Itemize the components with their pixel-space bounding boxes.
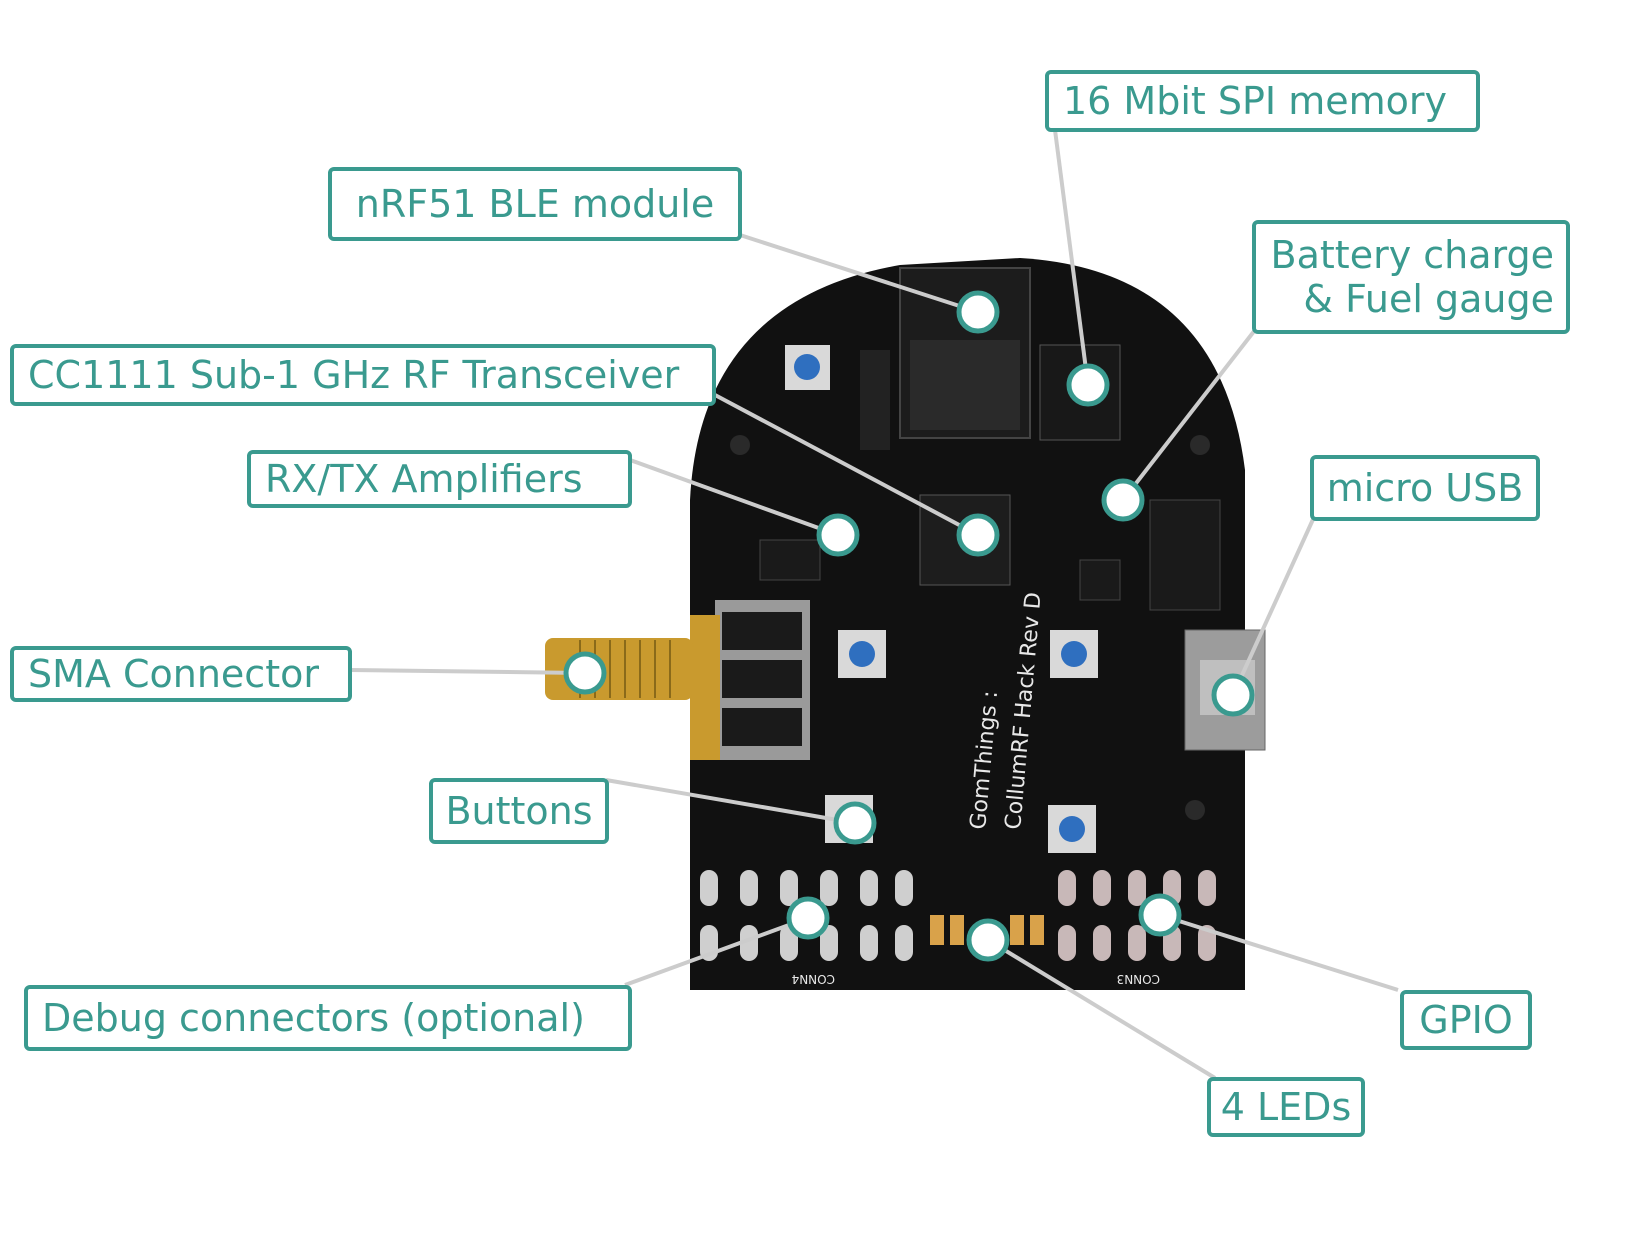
label-sma: SMA Connector [10,646,352,702]
label-battery: Battery charge & Fuel gauge [1252,220,1570,334]
label-nrf51: nRF51 BLE module [328,167,742,241]
label-gpio-text: GPIO [1419,998,1513,1042]
marker-battery [1101,478,1145,522]
marker-debug [786,896,830,940]
label-gpio: GPIO [1400,990,1532,1050]
conn3-silkscreen: CONN3 [1117,972,1160,986]
marker-spi-memory [1066,363,1110,407]
label-debug: Debug connectors (optional) [24,985,632,1051]
label-spi-memory: 16 Mbit SPI memory [1045,70,1480,132]
label-battery-line1: Battery charge [1270,233,1554,277]
label-micro-usb: micro USB [1310,455,1540,521]
label-micro-usb-text: micro USB [1326,466,1524,510]
label-sma-text: SMA Connector [28,652,319,696]
marker-rxtx [816,513,860,557]
label-buttons-text: Buttons [445,789,593,833]
marker-gpio [1138,893,1182,937]
label-buttons: Buttons [429,778,609,844]
label-cc1111: CC1111 Sub-1 GHz RF Transceiver [10,344,716,406]
label-debug-text: Debug connectors (optional) [42,996,585,1040]
conn4-pads [700,870,913,961]
sma-flange [690,615,720,760]
label-cc1111-text: CC1111 Sub-1 GHz RF Transceiver [28,353,680,397]
button-right [1050,630,1098,678]
label-rxtx: RX/TX Amplifiers [247,450,632,508]
label-battery-line2: & Fuel gauge [1303,277,1554,321]
button-bottom-right [1048,805,1096,853]
marker-sma [563,651,607,695]
label-leds: 4 LEDs [1207,1077,1365,1137]
marker-cc1111 [956,513,1000,557]
marker-nrf51 [956,290,1000,334]
button-sw6 [785,345,830,390]
label-leds-text: 4 LEDs [1220,1085,1352,1129]
marker-buttons [833,801,877,845]
leader-lines [349,129,1399,1080]
label-spi-memory-text: 16 Mbit SPI memory [1063,79,1447,123]
led-row [930,915,1044,945]
conn4-silkscreen: CONN4 [792,972,835,986]
button-center [838,630,886,678]
marker-leds [966,918,1010,962]
label-rxtx-text: RX/TX Amplifiers [265,457,583,501]
marker-micro-usb [1211,673,1255,717]
label-nrf51-text: nRF51 BLE module [355,182,715,226]
